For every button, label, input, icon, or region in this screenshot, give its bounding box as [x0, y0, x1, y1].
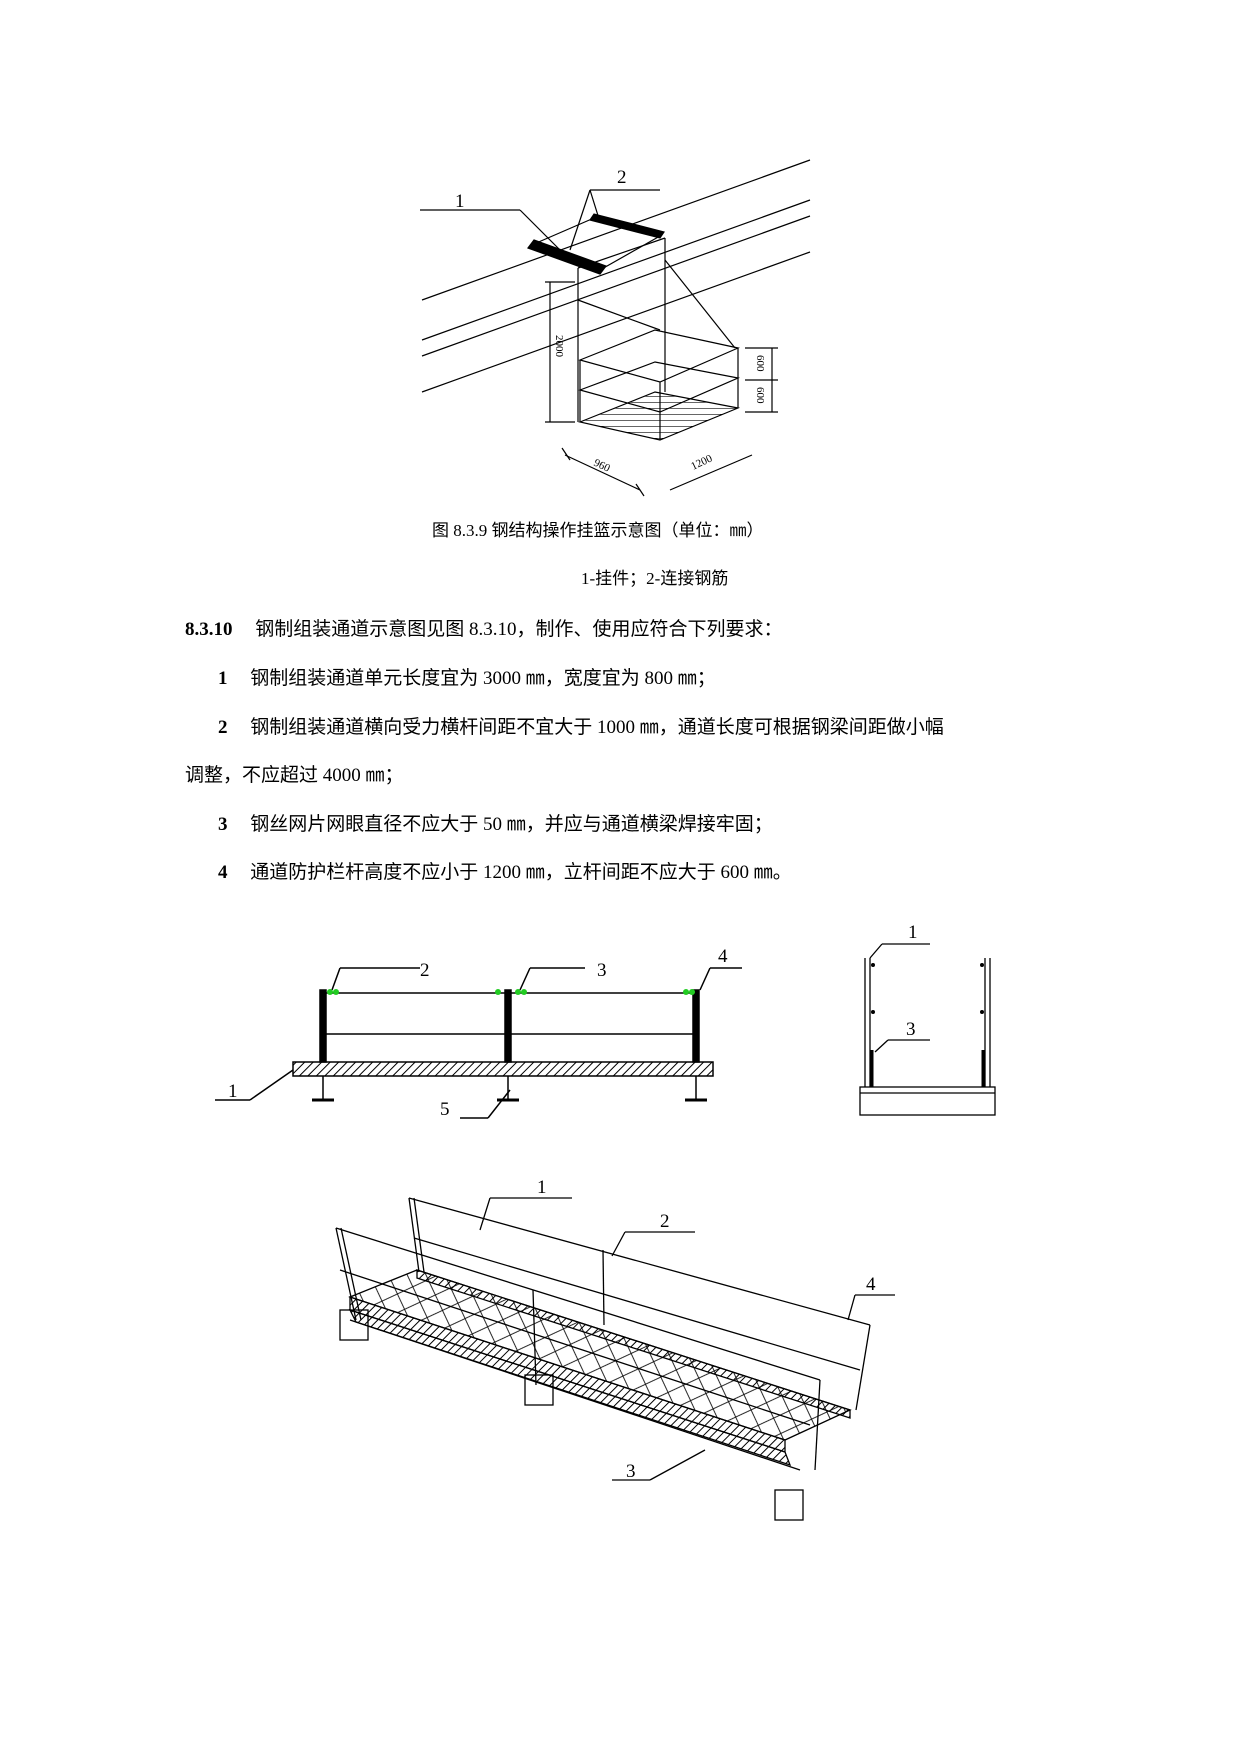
- section-heading: 8.3.10 钢制组装通道示意图见图 8.3.10，制作、使用应符合下列要求：: [185, 614, 783, 641]
- fig839-label-1: 1: [455, 191, 465, 212]
- side-label-5: 5: [440, 1099, 450, 1120]
- item-text: 通道防护栏杆高度不应小于 1200 ㎜，立杆间距不应大于 600 ㎜。: [250, 862, 792, 883]
- side-label-3: 3: [597, 960, 607, 981]
- item-continuation: 调整，不应超过 4000 ㎜；: [185, 765, 404, 786]
- item-text: 钢制组装通道单元长度宜为 3000 ㎜，宽度宜为 800 ㎜；: [250, 668, 716, 689]
- figure-839-caption: 图 8.3.9 钢结构操作挂篮示意图（单位：㎜）: [432, 521, 764, 540]
- iso-label-3: 3: [626, 1461, 636, 1482]
- item-number: 4: [218, 862, 228, 883]
- list-item: 3 钢丝网片网眼直径不应大于 50 ㎜，并应与通道横梁焊接牢固；: [218, 809, 773, 836]
- dim-width: 1200: [689, 452, 714, 472]
- dim-depth: 960: [592, 457, 612, 475]
- item-text: 钢丝网片网眼直径不应大于 50 ㎜，并应与通道横梁焊接牢固；: [250, 814, 773, 835]
- side-label-1: 1: [228, 1081, 238, 1102]
- list-item: 2 钢制组装通道横向受力横杆间距不宜大于 1000 ㎜，通道长度可根据钢梁间距做…: [218, 712, 944, 739]
- end-label-1: 1: [908, 922, 918, 943]
- list-item: 4 通道防护栏杆高度不应小于 1200 ㎜，立杆间距不应大于 600 ㎜。: [218, 857, 792, 884]
- iso-label-4: 4: [866, 1274, 876, 1295]
- dim-upper: 600: [754, 355, 766, 372]
- figure-839-legend: 1-挂件；2-连接钢筋: [581, 569, 729, 588]
- fig839-label-2: 2: [617, 167, 627, 188]
- item-text: 钢制组装通道横向受力横杆间距不宜大于 1000 ㎜，通道长度可根据钢梁间距做小幅: [250, 717, 944, 738]
- side-label-4: 4: [718, 946, 728, 967]
- figure-839-drawing: 1 2 2000 600 600 960 1200: [420, 159, 811, 497]
- iso-label-2: 2: [660, 1211, 670, 1232]
- side-label-2: 2: [420, 960, 430, 981]
- dim-height: 2000: [553, 335, 565, 358]
- item-number: 3: [218, 814, 228, 835]
- dim-lower: 600: [754, 387, 766, 404]
- end-label-3: 3: [906, 1019, 916, 1040]
- item-number: 1: [218, 668, 228, 689]
- list-item: 1 钢制组装通道单元长度宜为 3000 ㎜，宽度宜为 800 ㎜；: [218, 663, 716, 690]
- section-intro: 钢制组装通道示意图见图 8.3.10，制作、使用应符合下列要求：: [255, 619, 783, 640]
- iso-label-1: 1: [537, 1177, 547, 1198]
- item-number: 2: [218, 717, 228, 738]
- section-number: 8.3.10: [185, 619, 233, 640]
